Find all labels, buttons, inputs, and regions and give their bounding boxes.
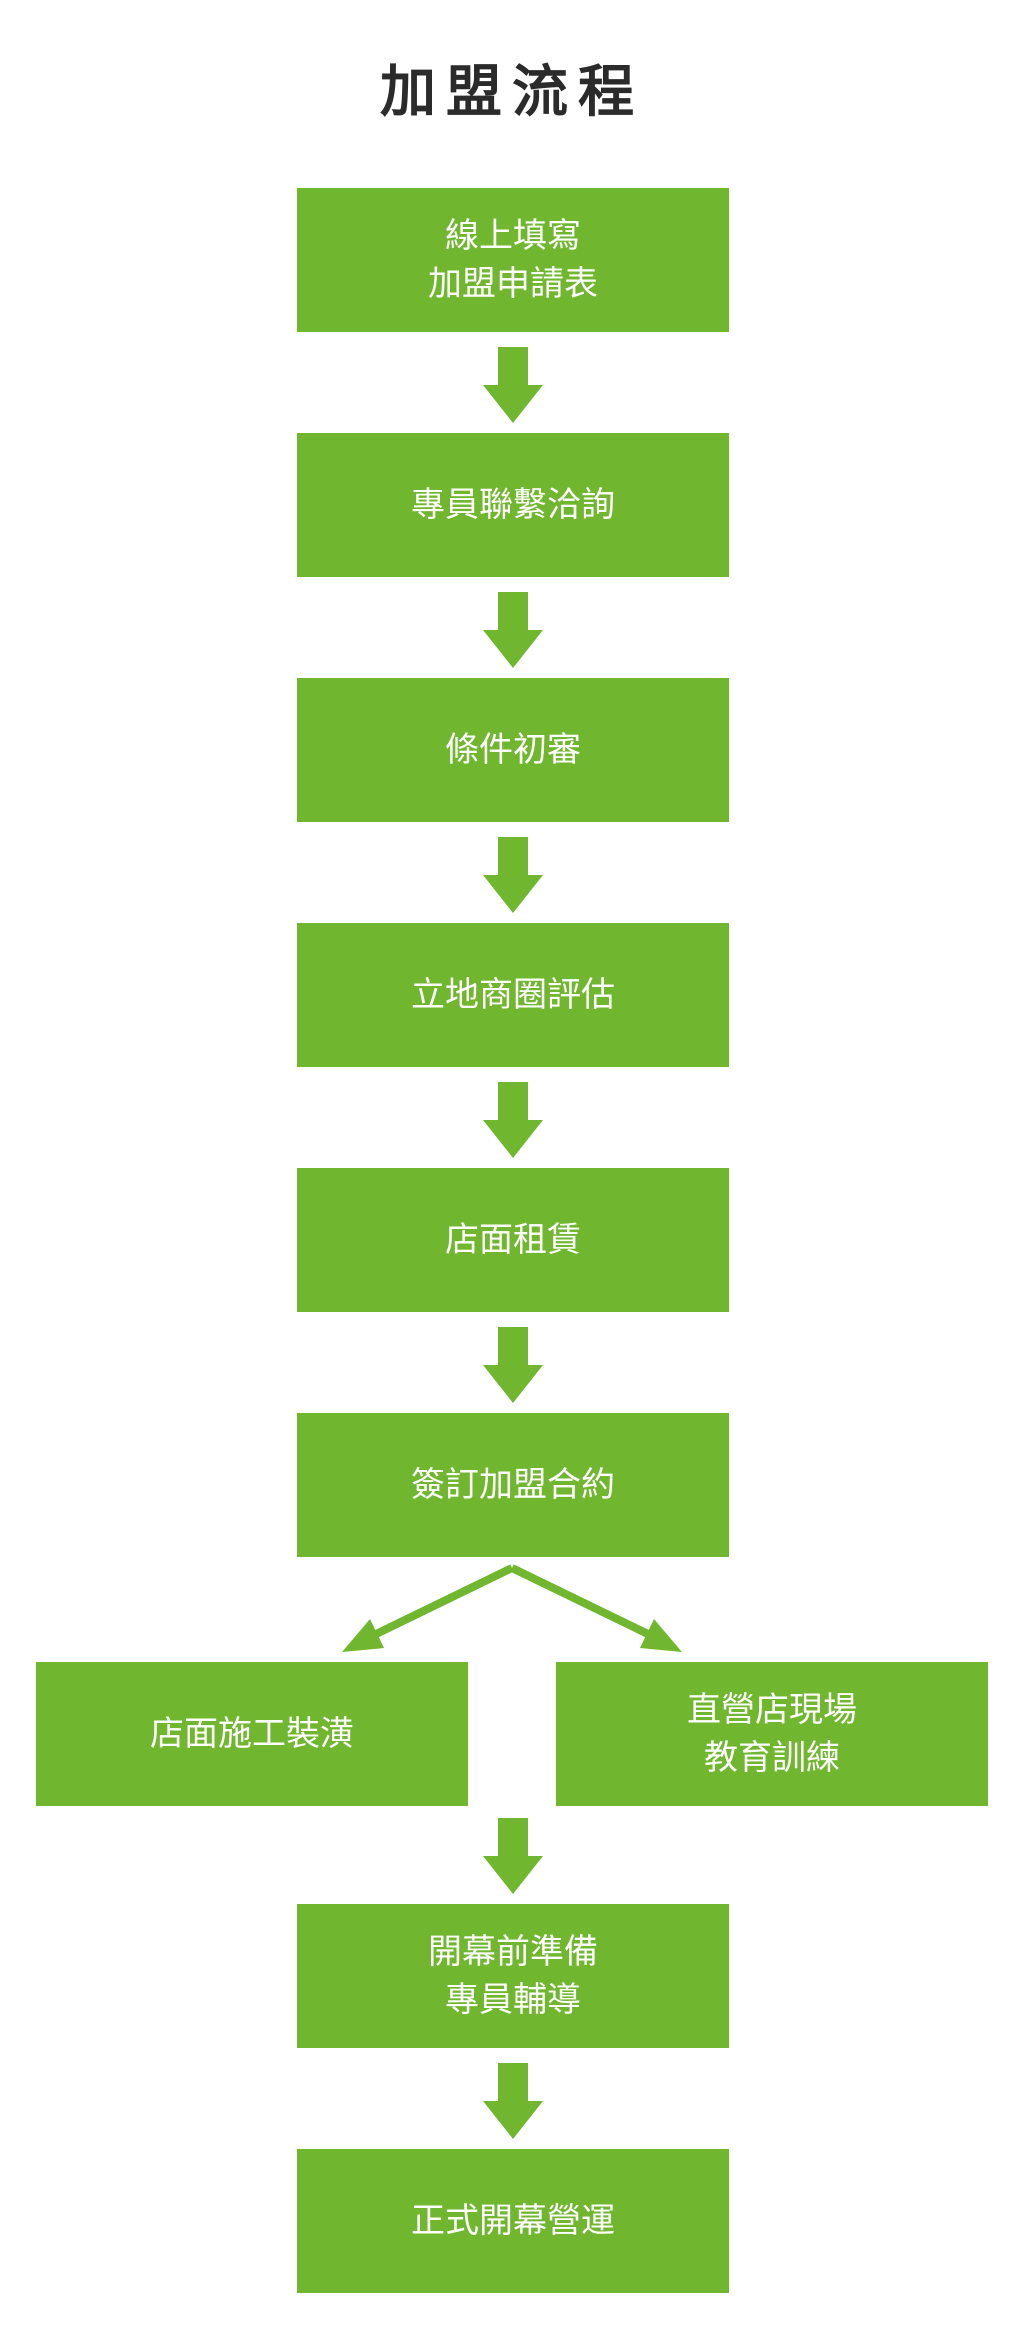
- step-line: 條件初審: [445, 730, 581, 770]
- step-online-application: 線上填寫 加盟申請表: [297, 188, 729, 332]
- down-arrow-icon: [483, 1327, 543, 1403]
- step-training: 直營店現場 教育訓練: [556, 1662, 988, 1806]
- down-arrow-icon: [483, 2063, 543, 2139]
- split-arrow-right: [510, 1564, 682, 1652]
- page-title: 加盟流程: [380, 60, 644, 125]
- step-initial-review: 條件初審: [297, 678, 729, 822]
- split-arrow-left: [342, 1564, 514, 1652]
- step-grand-opening: 正式開幕營運: [297, 2149, 729, 2293]
- step-line: 立地商圈評估: [411, 975, 615, 1015]
- down-arrow-icon: [483, 837, 543, 913]
- down-arrow-icon: [483, 592, 543, 668]
- down-arrow-icon: [483, 1082, 543, 1158]
- step-line: 線上填寫: [445, 216, 581, 256]
- step-line: 開幕前準備: [428, 1932, 598, 1972]
- step-line: 店面施工裝潢: [150, 1714, 354, 1754]
- step-site-evaluation: 立地商圈評估: [297, 923, 729, 1067]
- step-sign-contract: 簽訂加盟合約: [297, 1413, 729, 1557]
- step-line: 教育訓練: [704, 1738, 840, 1778]
- step-store-construction: 店面施工裝潢: [36, 1662, 468, 1806]
- step-line: 加盟申請表: [428, 264, 598, 304]
- step-line: 直營店現場: [687, 1690, 857, 1730]
- down-arrow-icon: [483, 1818, 543, 1894]
- step-store-lease: 店面租賃: [297, 1168, 729, 1312]
- step-line: 正式開幕營運: [411, 2201, 615, 2241]
- step-line: 簽訂加盟合約: [411, 1465, 615, 1505]
- step-line: 店面租賃: [445, 1220, 581, 1260]
- step-specialist-contact: 專員聯繫洽詢: [297, 433, 729, 577]
- step-line: 專員輔導: [445, 1980, 581, 2020]
- down-arrow-icon: [483, 347, 543, 423]
- step-line: 專員聯繫洽詢: [411, 485, 615, 525]
- step-pre-opening: 開幕前準備 專員輔導: [297, 1904, 729, 2048]
